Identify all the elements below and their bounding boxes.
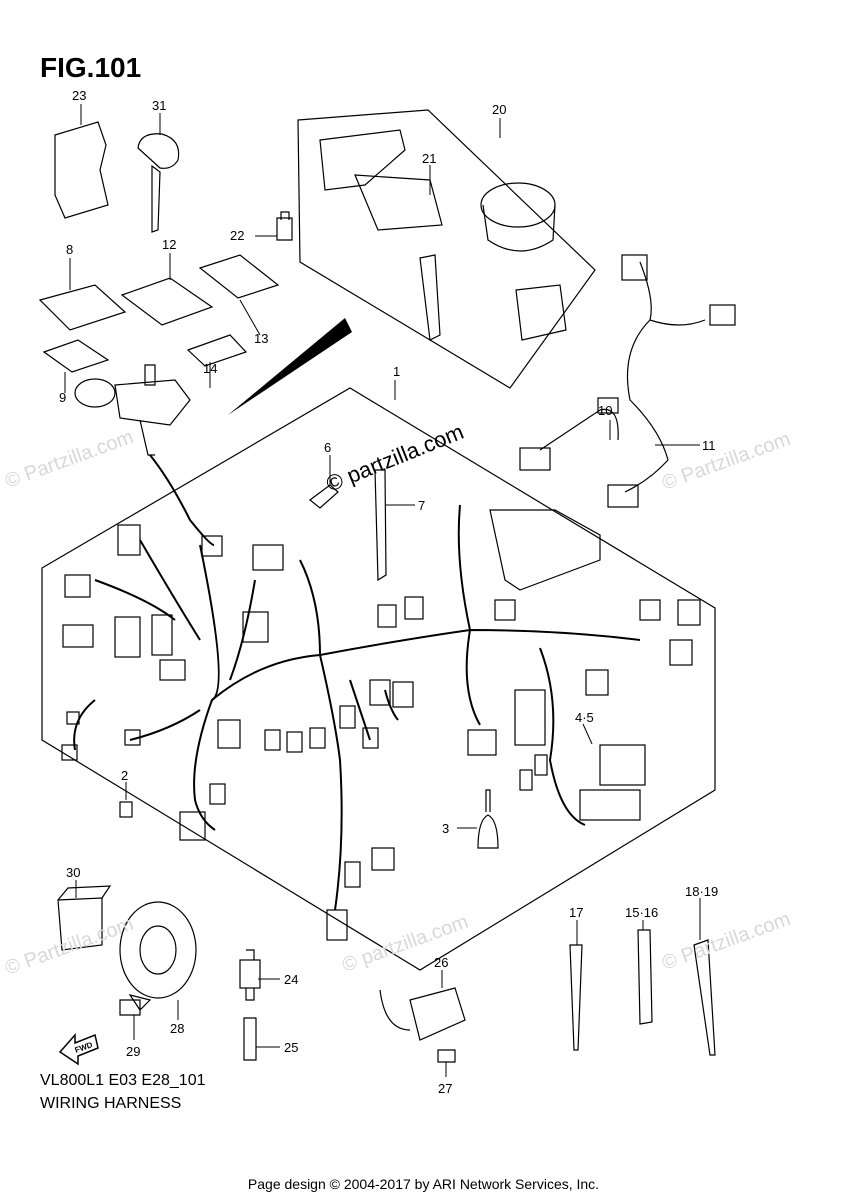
part-3-sensor	[477, 814, 499, 849]
watermark-right-bottom: © Partzilla.com	[659, 908, 793, 975]
part-30-relay	[57, 897, 103, 951]
callout-1: 1	[393, 364, 400, 379]
figure-title: FIG.101	[40, 52, 142, 83]
part-9-label	[42, 339, 110, 373]
callout-4-5: 4·5	[575, 710, 594, 725]
part-1-harness-outline	[41, 387, 716, 971]
part-15-16-tie	[637, 929, 653, 1025]
page-credit: Page design © 2004-2017 by ARI Network S…	[247, 1176, 600, 1192]
part-9-switch	[74, 364, 191, 456]
watermark-right: © Partzilla.com	[659, 428, 793, 495]
model-code: VL800L1 E03 E28_101	[40, 1072, 206, 1089]
callout-11: 11	[702, 438, 716, 453]
part-11-subharness	[607, 254, 736, 508]
direction-wedge	[228, 318, 352, 415]
callout-30: 30	[66, 865, 80, 880]
part-22-bolt	[276, 211, 293, 241]
callout-20: 20	[492, 102, 506, 117]
watermark-left-bottom: © Partzilla.com	[2, 913, 136, 980]
part-1-connectors	[61, 524, 701, 941]
callout-8: 8	[66, 242, 73, 257]
callout-22: 22	[230, 228, 244, 243]
callout-24: 24	[284, 972, 298, 987]
part-21-switch	[319, 129, 567, 341]
part-1-ecu-connector	[489, 509, 601, 591]
callout-7: 7	[418, 498, 425, 513]
part-6-clip	[309, 484, 339, 509]
callout-31: 31	[152, 98, 166, 113]
callout-10: 10	[598, 403, 612, 418]
part-29-bolt	[119, 999, 141, 1016]
part-24-switch	[239, 949, 261, 1001]
callout-29: 29	[126, 1044, 140, 1059]
callout-17: 17	[569, 905, 583, 920]
part-8-label	[38, 284, 127, 331]
watermarks: © partzilla.com © Partzilla.com © Partzi…	[2, 419, 793, 980]
callout-21: 21	[422, 151, 436, 166]
part-23-plate	[54, 121, 109, 219]
callout-12: 12	[162, 237, 176, 252]
part-28-horn	[119, 901, 197, 999]
part-12-label	[120, 277, 214, 326]
part-7-tie	[374, 469, 387, 582]
callout-6: 6	[324, 440, 331, 455]
part-25-spring	[243, 1017, 257, 1061]
watermark-center: © partzilla.com	[323, 419, 468, 497]
callout-14: 14	[203, 361, 217, 376]
callout-25: 25	[284, 1040, 298, 1055]
part-31-key	[137, 133, 180, 233]
callout-28: 28	[170, 1021, 184, 1036]
watermark-left: © Partzilla.com	[2, 426, 136, 493]
part-10-subharness	[519, 397, 619, 471]
fwd-arrow: FWD	[58, 1033, 99, 1066]
callout-13: 13	[254, 331, 268, 346]
callout-26: 26	[434, 955, 448, 970]
part-20-box	[297, 109, 596, 389]
diagram-caption: WIRING HARNESS	[40, 1095, 182, 1112]
callout-27: 27	[438, 1081, 452, 1096]
part-13-label	[198, 254, 280, 299]
callout-leaders	[64, 104, 701, 1077]
part-17-tie	[569, 944, 583, 1051]
part-1-harness	[73, 454, 641, 911]
part-14-label	[186, 334, 248, 367]
callout-3: 3	[442, 821, 449, 836]
watermark-mid-bottom: © partzilla.com	[339, 911, 471, 977]
callout-9: 9	[59, 390, 66, 405]
callout-numbers: 23 31 20 21 22 8 12 13 14 9 1 10 11 6 7 …	[59, 88, 718, 1096]
callout-15-16: 15·16	[625, 905, 658, 920]
part-27-bolt	[437, 1049, 456, 1063]
callout-18-19: 18·19	[685, 884, 718, 899]
part-18-19-tie	[693, 939, 716, 1056]
callout-23: 23	[72, 88, 86, 103]
callout-2: 2	[121, 768, 128, 783]
part-26-sensor	[379, 987, 466, 1041]
